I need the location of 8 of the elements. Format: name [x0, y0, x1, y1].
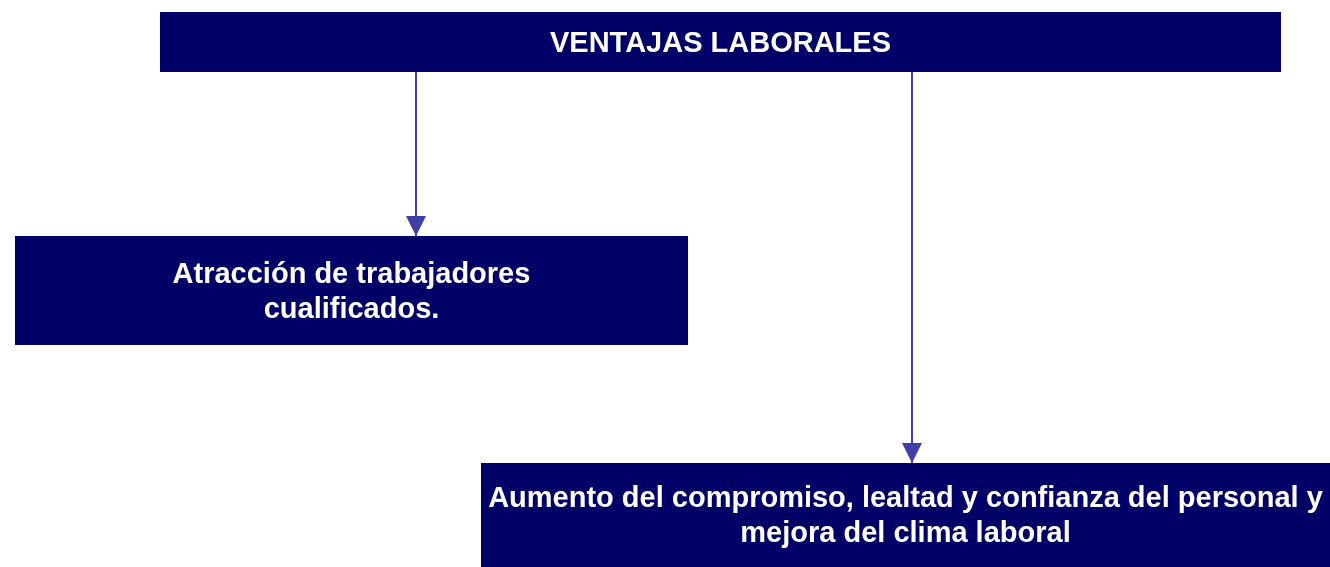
node-text: Atracción de trabajadores cualificados. [171, 255, 532, 326]
process-box [15, 236, 688, 345]
process-box [481, 463, 1330, 567]
arrow [902, 71, 922, 464]
arrow [406, 71, 426, 237]
node-text: Aumento del compromiso, lealtad y confianza del personal y mejora del clima laboral [487, 480, 1324, 550]
process-box [160, 12, 1281, 72]
heading-text: VENTAJAS LABORALES [549, 24, 892, 60]
